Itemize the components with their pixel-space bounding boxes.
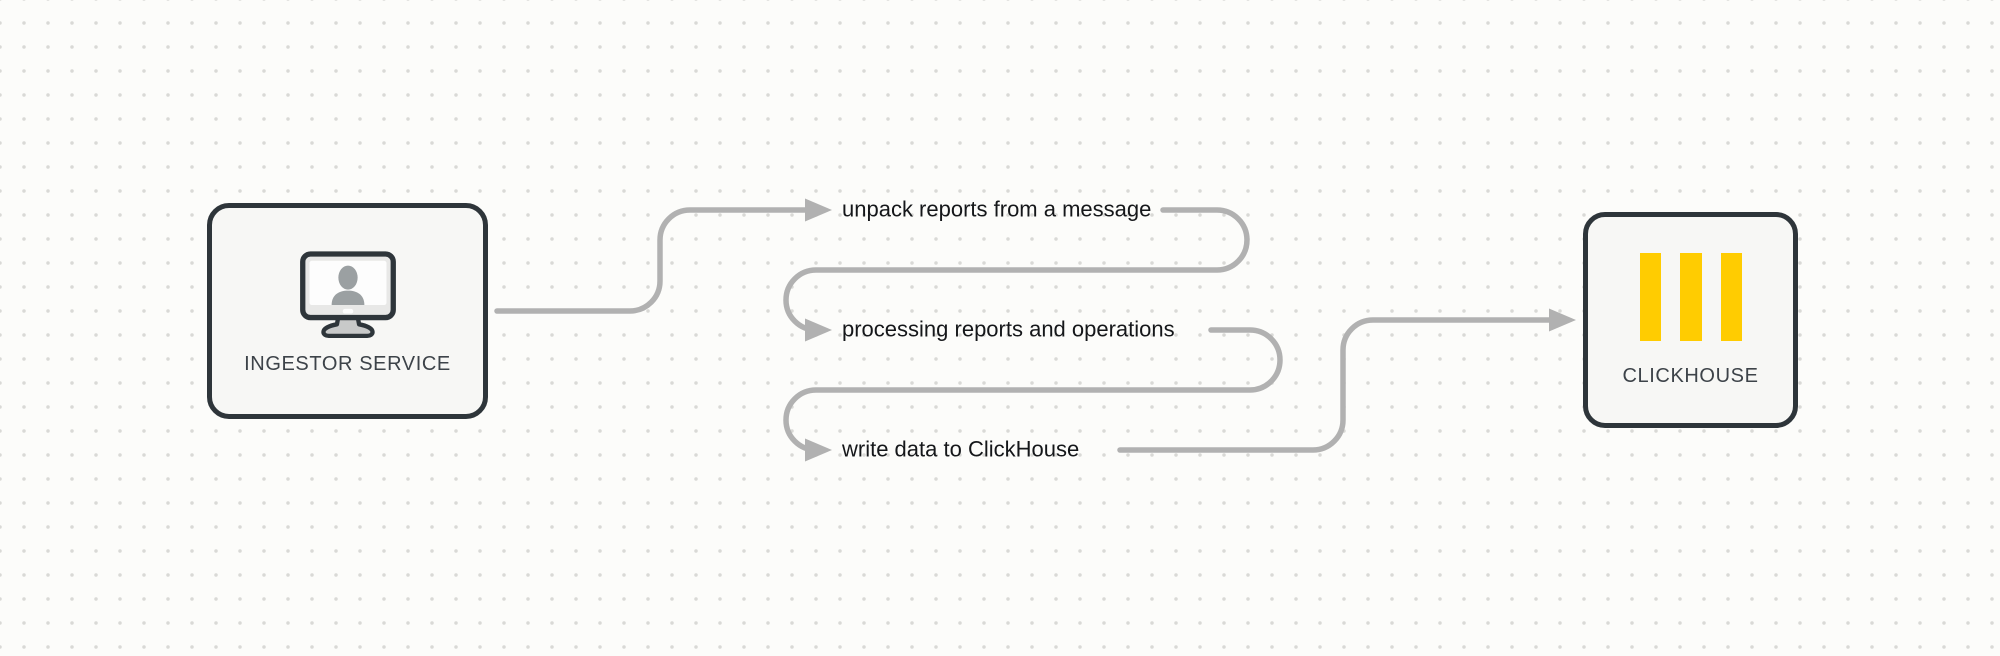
node-ingestor-service[interactable]: INGESTOR SERVICE (207, 203, 488, 419)
connector-step2-to-step3[interactable] (783, 327, 1283, 453)
connector-ingestor-to-step1[interactable] (494, 207, 809, 314)
node-clickhouse[interactable]: CLICKHOUSE (1583, 212, 1798, 428)
ingestor-service-label: INGESTOR SERVICE (244, 353, 451, 375)
connector-step3-to-clickhouse[interactable] (1117, 317, 1555, 453)
clickhouse-logo-icon (1639, 253, 1742, 341)
arrowhead-step3-icon (805, 438, 832, 462)
arrowhead-step1-icon (805, 198, 832, 222)
clickhouse-label: CLICKHOUSE (1622, 365, 1759, 387)
connector-step1-to-step2[interactable] (783, 207, 1250, 333)
step-label-unpack-reports[interactable]: unpack reports from a message (842, 196, 1152, 222)
step-label-write-data[interactable]: write data to ClickHouse (842, 436, 1080, 462)
arrowhead-clickhouse-icon (1549, 308, 1576, 332)
monitor-user-icon (299, 251, 396, 339)
step-label-processing-reports[interactable]: processing reports and operations (842, 316, 1175, 342)
arrowhead-step2-icon (805, 318, 832, 342)
